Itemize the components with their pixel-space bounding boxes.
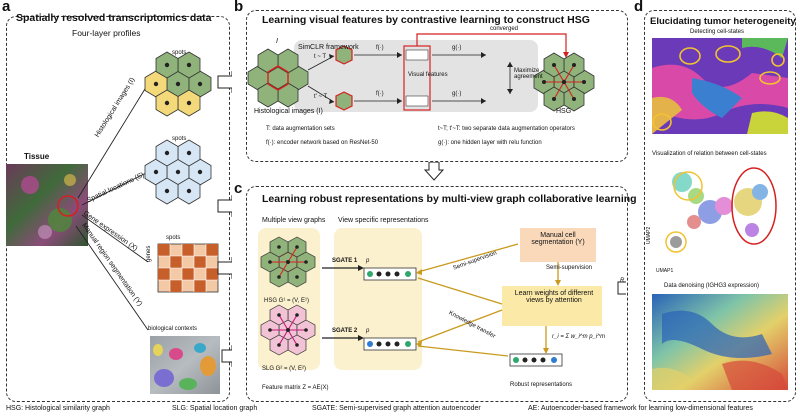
- aug-t-label: t ~ T: [314, 54, 327, 60]
- panel-a-title: Spatially resolved transcriptomics data: [16, 12, 212, 24]
- encoder-f-bottom: f(·): [376, 91, 384, 97]
- p2-label: p: [366, 328, 370, 334]
- multi-view-label: Multiple view graphs: [262, 217, 326, 224]
- robust-label: Robust representations: [510, 382, 573, 388]
- panel-c-letter: c: [234, 180, 243, 197]
- panel-a-graphics: [6, 51, 232, 394]
- manual-seg-label: Manual cell segmentation (Y): [531, 232, 585, 246]
- simclr-gray-box: [294, 40, 538, 112]
- note-f: f(·): encoder network based on ResNet-50: [266, 140, 379, 146]
- attention-label: Learn weights of different views by atte…: [514, 290, 594, 304]
- aug-patch-1: [335, 45, 353, 65]
- footer-slg: SLG: Spatial location graph: [172, 405, 258, 412]
- converged-line: [416, 33, 567, 56]
- spots-label-3: spots: [166, 235, 181, 241]
- umap-plot: [652, 162, 788, 266]
- note-t: T: data augmentation sets: [266, 126, 335, 132]
- sgate1-label: SGATE 1: [332, 258, 358, 264]
- formula-label: r_i = Σ w_i^m p_i^m: [552, 334, 606, 340]
- manual-seg-box: [520, 228, 596, 262]
- encoder-f-top: f(·): [376, 45, 384, 51]
- visual-features-label: Visual features: [408, 72, 448, 78]
- semi-supervision-label-2: Semi-supervision: [546, 265, 593, 271]
- genes-label: genes: [146, 245, 152, 262]
- maximize-agreement-label: Maximize agreement: [514, 68, 543, 80]
- converged-label: converged: [490, 26, 519, 32]
- hsg-label: HSG: [556, 108, 572, 115]
- denoise-map: [652, 294, 788, 390]
- hsg-output-graph: [533, 52, 595, 112]
- arrow-b-to-c: [424, 162, 444, 181]
- r-label: R: [620, 278, 625, 284]
- gene-matrix: [157, 243, 219, 293]
- arrow-a-to-c-2: [217, 256, 232, 280]
- sgate2-label: SGATE 2: [332, 328, 358, 334]
- panel-a-letter: a: [2, 0, 11, 15]
- bio-context-image: [150, 336, 220, 394]
- slg-graph: [260, 304, 316, 356]
- arrow-a-to-b: [217, 70, 232, 94]
- aug-patch-2: [335, 91, 353, 111]
- histological-images-label: Histological images (I): [254, 108, 323, 115]
- tissue-region-circle: [57, 195, 79, 217]
- p1-vector: [363, 267, 417, 281]
- arrow-a-to-c-1: [217, 194, 232, 218]
- r-vector: [509, 353, 563, 367]
- p2-vector: [363, 337, 417, 351]
- spots-label-1: spots: [172, 50, 187, 56]
- hsg-graph-label: HSG G¹ = (V, E¹): [264, 298, 309, 304]
- attention-box: [502, 286, 602, 326]
- spots-label-2: spots: [172, 136, 187, 142]
- panel-d-title: Elucidating tumor heterogeneity: [650, 16, 796, 27]
- detect-label: Detecting cell-states: [690, 29, 745, 35]
- denoise-label: Data denoising (IGHG3 expression): [664, 283, 760, 289]
- reps-cream-box: [334, 228, 422, 370]
- hex-cluster-histology: [144, 51, 212, 117]
- footer-hsg: HSG: Histological similarity graph: [6, 405, 110, 412]
- tissue-label: Tissue: [24, 152, 50, 161]
- note-t-tprime: t~T; t'~T: two separate data augmentatio…: [438, 126, 575, 132]
- hsg-graph: [260, 236, 316, 288]
- panel-c-graphics: [258, 228, 626, 370]
- projection-g-top: g(·): [452, 45, 462, 51]
- vis-label: Visualization of relation between cell-s…: [652, 151, 767, 157]
- projection-g-bottom: g(·): [452, 91, 462, 97]
- umap2-label: UMAP2: [646, 226, 652, 244]
- p1-label: p: [366, 258, 370, 264]
- feature-matrix-label: Feature matrix Z = AE(X): [262, 385, 329, 391]
- arrow-a-to-c-3: [221, 344, 232, 368]
- note-g: g(·): one hidden layer with relu functio…: [438, 140, 542, 146]
- panel-d-frame: [644, 10, 796, 402]
- cell-state-map: [652, 38, 788, 134]
- panel-b-letter: b: [234, 0, 244, 15]
- panel-c-title: Learning robust representations by multi…: [262, 193, 637, 205]
- panel-c-frame: [246, 186, 628, 402]
- footer-sgate: SGATE: Semi-supervised graph attention a…: [312, 405, 481, 412]
- slg-graph-label: SLG G² = (V, E²): [262, 366, 306, 372]
- panel-d-letter: d: [634, 0, 644, 15]
- bio-contexts-label: biological contexts: [148, 326, 198, 332]
- panel-b-title: Learning visual features by contrastive …: [262, 14, 590, 26]
- simclr-label: SimCLR framework: [298, 44, 359, 51]
- arrow-c-to-d: [617, 281, 626, 295]
- umap1-label: UMAP1: [656, 268, 674, 274]
- hex-cluster-spatial: [144, 139, 212, 205]
- footer-ae: AE: Autoencoder-based framework for lear…: [528, 405, 753, 412]
- view-specific-label: View specific representations: [338, 217, 429, 224]
- input-image-label: I: [276, 38, 278, 45]
- panel-b-graphics: [247, 33, 595, 112]
- aug-tprime-label: t' ~ T: [314, 94, 328, 100]
- panel-a-subtitle: Four-layer profiles: [72, 28, 141, 38]
